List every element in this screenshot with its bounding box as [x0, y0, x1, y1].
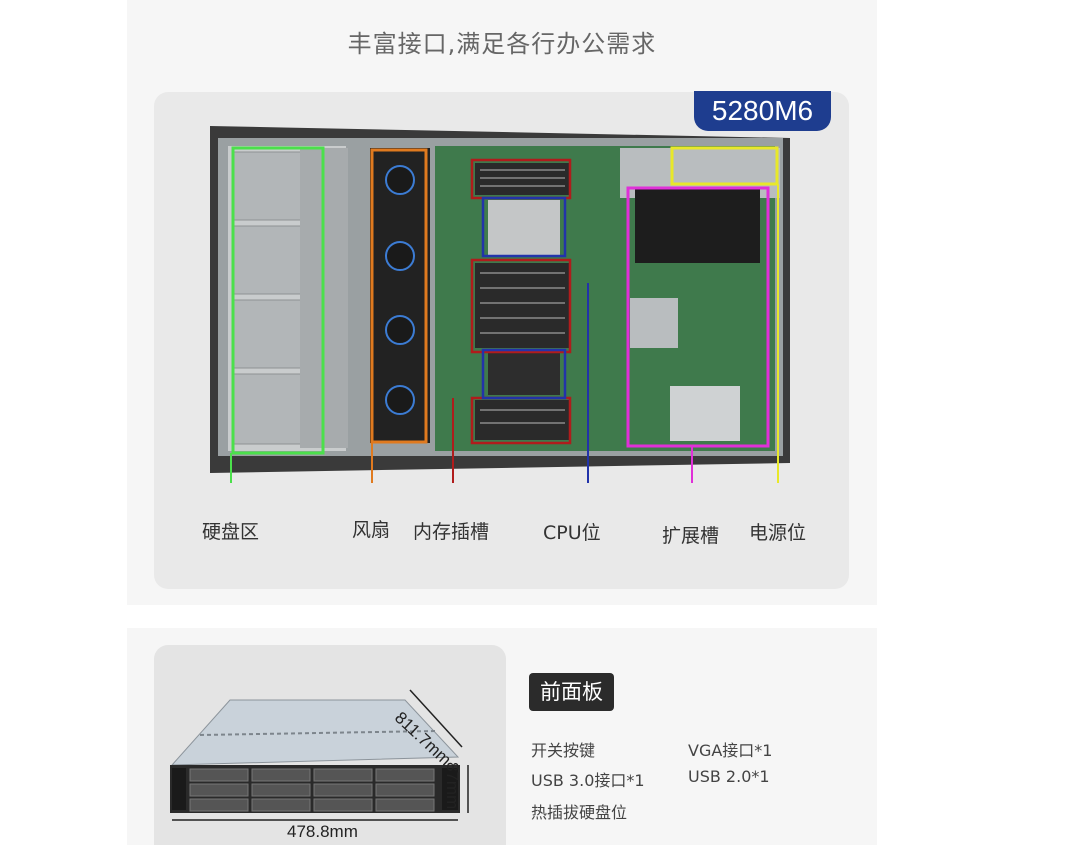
callout-drive-bay: 硬盘区	[202, 521, 260, 543]
feature-vga: VGA接口*1	[688, 741, 773, 760]
callout-expansion-slot: 扩展槽	[662, 525, 720, 547]
headline: 丰富接口,满足各行办公需求	[347, 30, 657, 58]
feature-usb3: USB 3.0接口*1	[531, 771, 645, 790]
feature-usb2: USB 2.0*1	[688, 767, 770, 786]
callout-power: 电源位	[749, 522, 807, 544]
dimension-height: 87mm	[443, 762, 462, 810]
dimension-width: 478.8mm	[287, 822, 358, 841]
front-panel-title: 前面板	[529, 673, 614, 711]
feature-power-button: 开关按键	[531, 741, 596, 760]
feature-hot-swap: 热插拔硬盘位	[531, 803, 628, 822]
callout-memory-slot: 内存插槽	[413, 521, 490, 543]
server-internal-illustration	[210, 126, 790, 483]
callout-cpu: CPU位	[543, 522, 601, 544]
model-badge: 5280M6	[694, 91, 831, 131]
server-front-illustration	[170, 689, 469, 821]
callout-fan: 风扇	[352, 519, 391, 541]
